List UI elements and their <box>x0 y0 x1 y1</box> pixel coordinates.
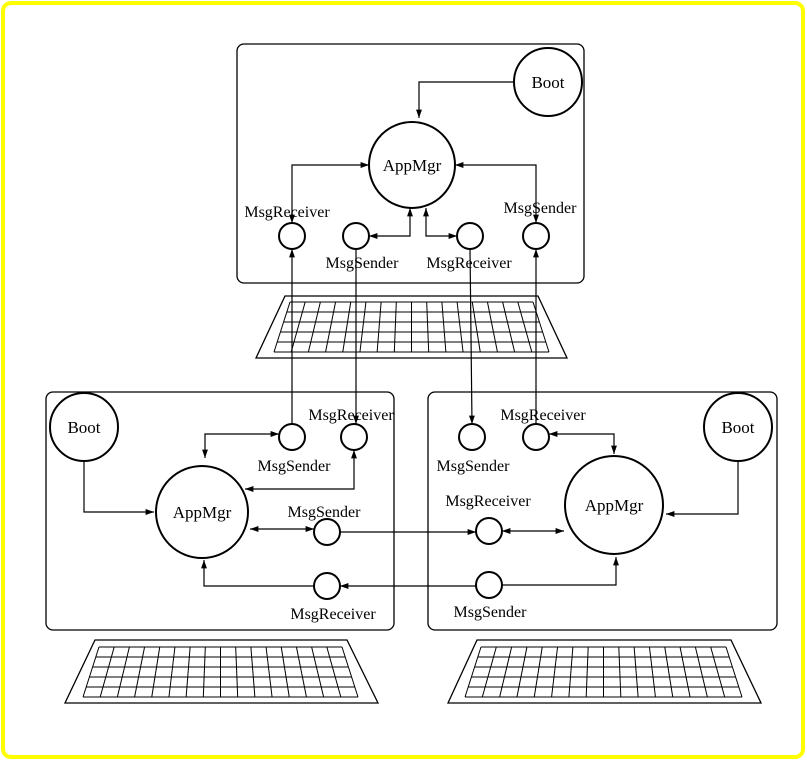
right-sender-top-label: MsgSender <box>437 458 511 475</box>
top-receiver-right-node <box>457 223 483 249</box>
right-appmgr-label: AppMgr <box>585 496 644 515</box>
top-sender-left-node <box>343 223 369 249</box>
top-receiver-left-label: MsgReceiver <box>244 204 330 221</box>
left-receiver-top-label: MsgReceiver <box>308 407 394 424</box>
right-computer: Boot AppMgr MsgReceiver MsgSender MsgRec… <box>428 392 777 630</box>
right-receiver-top-node <box>523 424 549 450</box>
left-sender-top-node <box>279 424 305 450</box>
left-computer: Boot AppMgr MsgReceiver MsgSender MsgSen… <box>46 392 394 630</box>
left-appmgr-label: AppMgr <box>173 503 232 522</box>
right-receiver-mid-node <box>476 518 502 544</box>
left-sender-mid-label: MsgSender <box>288 504 362 521</box>
right-receiver-mid-label: MsgReceiver <box>445 493 531 510</box>
outer-frame <box>3 3 803 757</box>
right-sender-bottom-label: MsgSender <box>454 604 528 621</box>
top-receiver-left-node <box>279 223 305 249</box>
keyboard-top <box>256 296 567 358</box>
top-sender-left-label: MsgSender <box>326 255 400 272</box>
top-computer: AppMgr Boot MsgReceiver MsgSender MsgRec… <box>237 44 584 283</box>
left-sender-mid-node <box>314 519 340 545</box>
left-sender-top-label: MsgSender <box>258 458 332 475</box>
top-boot-label: Boot <box>531 73 564 92</box>
left-receiver-top-node <box>341 424 367 450</box>
right-boot-label: Boot <box>721 418 754 437</box>
top-sender-right-node <box>523 223 549 249</box>
left-boot-label: Boot <box>67 418 100 437</box>
right-sender-bottom-node <box>476 572 502 598</box>
left-receiver-bottom-node <box>314 573 340 599</box>
right-receiver-top-label: MsgReceiver <box>500 407 586 424</box>
left-receiver-bottom-label: MsgReceiver <box>290 606 376 623</box>
right-sender-top-node <box>459 424 485 450</box>
keyboard-left <box>65 640 378 703</box>
top-receiver-right-label: MsgReceiver <box>426 255 512 272</box>
top-sender-right-label: MsgSender <box>504 200 578 217</box>
top-appmgr-label: AppMgr <box>383 156 442 175</box>
keyboard-right <box>448 640 761 703</box>
